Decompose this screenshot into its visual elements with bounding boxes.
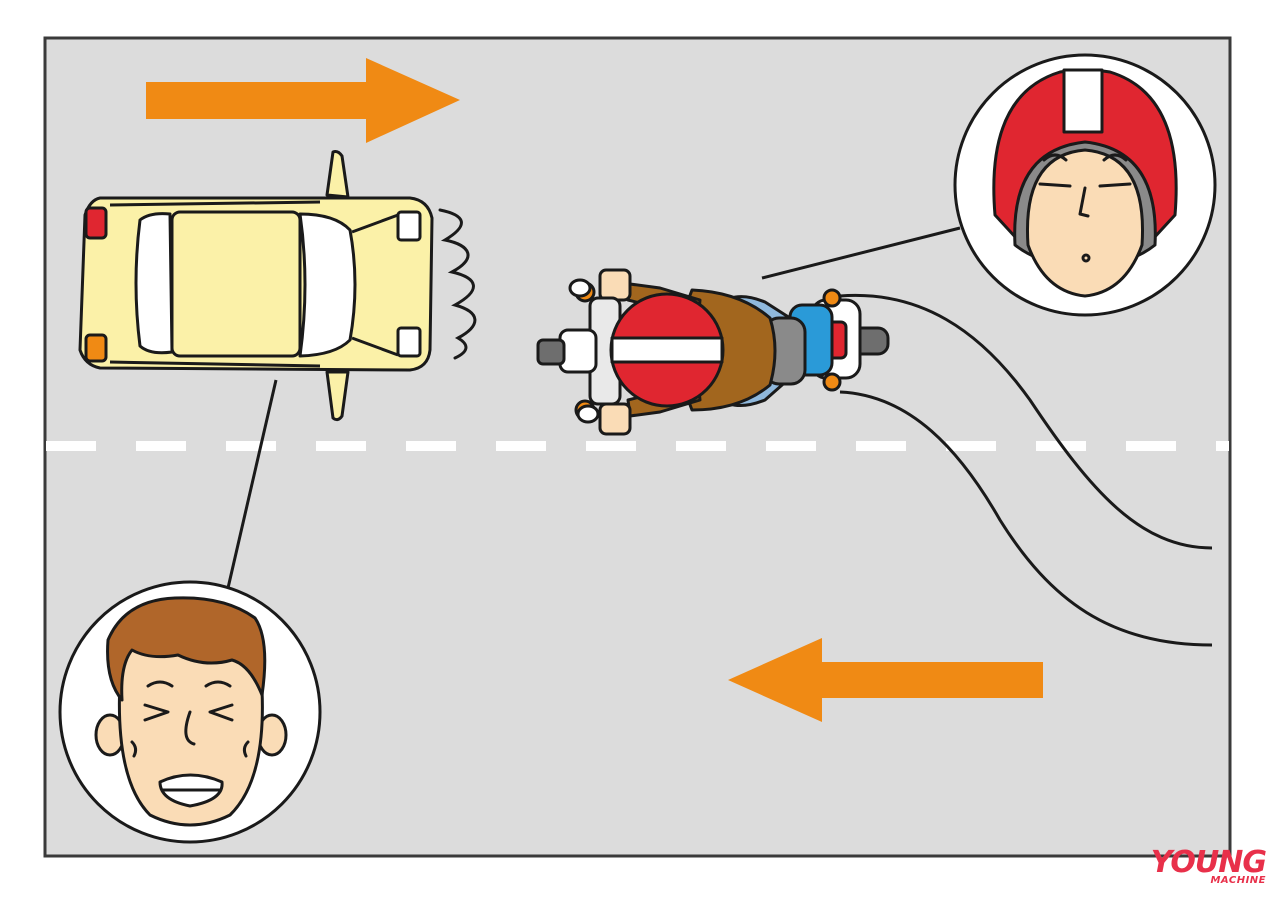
callout-pointer-driver: [226, 379, 278, 589]
logo-main-text: YOUNG: [1150, 845, 1267, 880]
yellow-car: [78, 150, 434, 422]
motorcycle-rider: [536, 268, 890, 436]
skid-track-lower: [839, 390, 1213, 647]
orange-arrow-right-icon: [146, 58, 460, 143]
skid-track-upper: [839, 293, 1213, 550]
driver-face-callout: [58, 580, 322, 844]
rider-face-callout: [953, 53, 1217, 317]
young-machine-logo: YOUNG MACHINE: [1150, 845, 1267, 886]
callout-pointer-rider: [761, 226, 961, 280]
logo-sub-text: MACHINE: [1210, 875, 1266, 886]
orange-arrow-left-icon: [728, 638, 1043, 722]
startle-squiggle-icon: [438, 208, 477, 360]
